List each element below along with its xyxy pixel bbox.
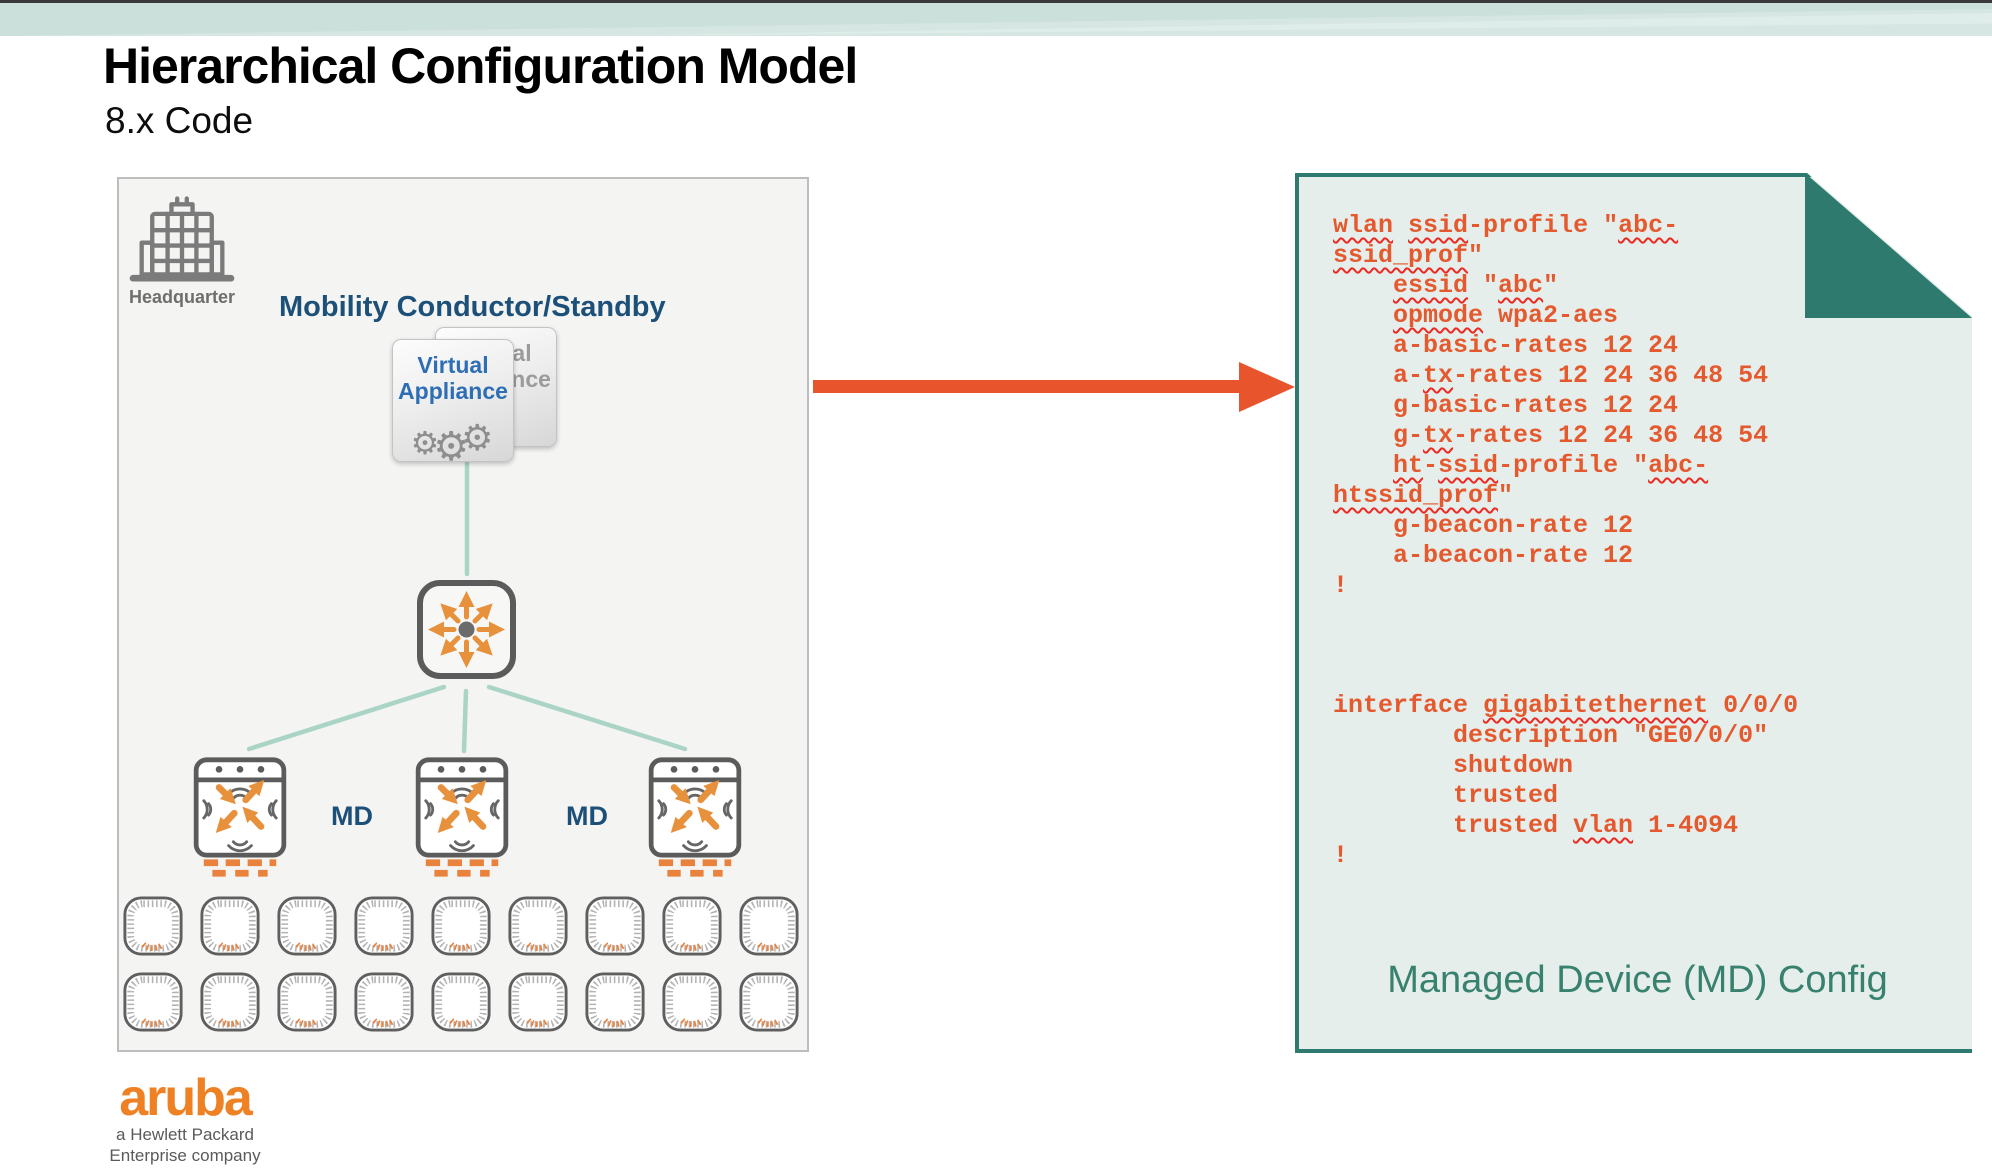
top-accent-band: [0, 3, 1992, 36]
access-point-icon: [199, 971, 261, 1033]
ap-row: [122, 971, 800, 1033]
arrow-head-icon: [1239, 362, 1295, 412]
access-point-icon: [738, 971, 800, 1033]
access-point-icon: [507, 971, 569, 1033]
access-point-icon: [122, 895, 184, 957]
arrow-shaft: [813, 380, 1245, 393]
virtual-appliance: Virtual Appliance ⚙⚙⚙: [392, 339, 514, 462]
md-label: MD: [331, 801, 373, 831]
managed-device-icon: [192, 756, 288, 878]
virtual-appliance-label-line2: Appliance: [398, 378, 508, 404]
building-icon: [129, 196, 235, 282]
access-point-icon: [353, 895, 415, 957]
config-code: wlan ssid-profile "abc-ssid_prof" essid …: [1333, 211, 1799, 870]
top-dark-strip: [0, 0, 1992, 3]
topology-panel: Headquarter Mobility Conductor/Standby V…: [117, 177, 809, 1052]
config-caption: Managed Device (MD) Config: [1387, 959, 1888, 1001]
access-point-icon: [276, 971, 338, 1033]
managed-device-icon: [647, 756, 743, 878]
config-document: wlan ssid-profile "abc-ssid_prof" essid …: [1295, 173, 1972, 1053]
access-point-icon: [738, 895, 800, 957]
access-point-icon: [276, 895, 338, 957]
page-subtitle: 8.x Code: [105, 100, 254, 141]
virtual-appliance-label-line1: Virtual: [417, 352, 489, 378]
aruba-wordmark: aruba: [119, 1069, 253, 1127]
gear-icon: ⚙⚙⚙: [410, 418, 494, 462]
logo-tagline: a Hewlett Packard Enterprise company: [109, 1125, 261, 1165]
controller-arrows-icon: [417, 580, 516, 679]
access-point-icon: [584, 895, 646, 957]
access-point-icon: [199, 895, 261, 957]
folded-corner: [1805, 173, 1972, 318]
ap-row: [122, 895, 800, 957]
mobility-conductor-label: Mobility Conductor/Standby: [279, 291, 666, 323]
access-point-icon: [430, 971, 492, 1033]
aruba-logo: aruba a Hewlett Packard Enterprise compa…: [95, 1072, 275, 1166]
access-point-icon: [353, 971, 415, 1033]
access-point-icon: [430, 895, 492, 957]
access-point-icon: [507, 895, 569, 957]
managed-device-icon: [414, 756, 510, 878]
access-point-icon: [661, 895, 723, 957]
access-point-icon: [122, 971, 184, 1033]
access-point-icon: [661, 971, 723, 1033]
access-point-icon: [584, 971, 646, 1033]
md-label: MD: [566, 801, 608, 831]
headquarter-label: Headquarter: [128, 287, 236, 307]
page-title: Hierarchical Configuration Model: [103, 38, 858, 94]
